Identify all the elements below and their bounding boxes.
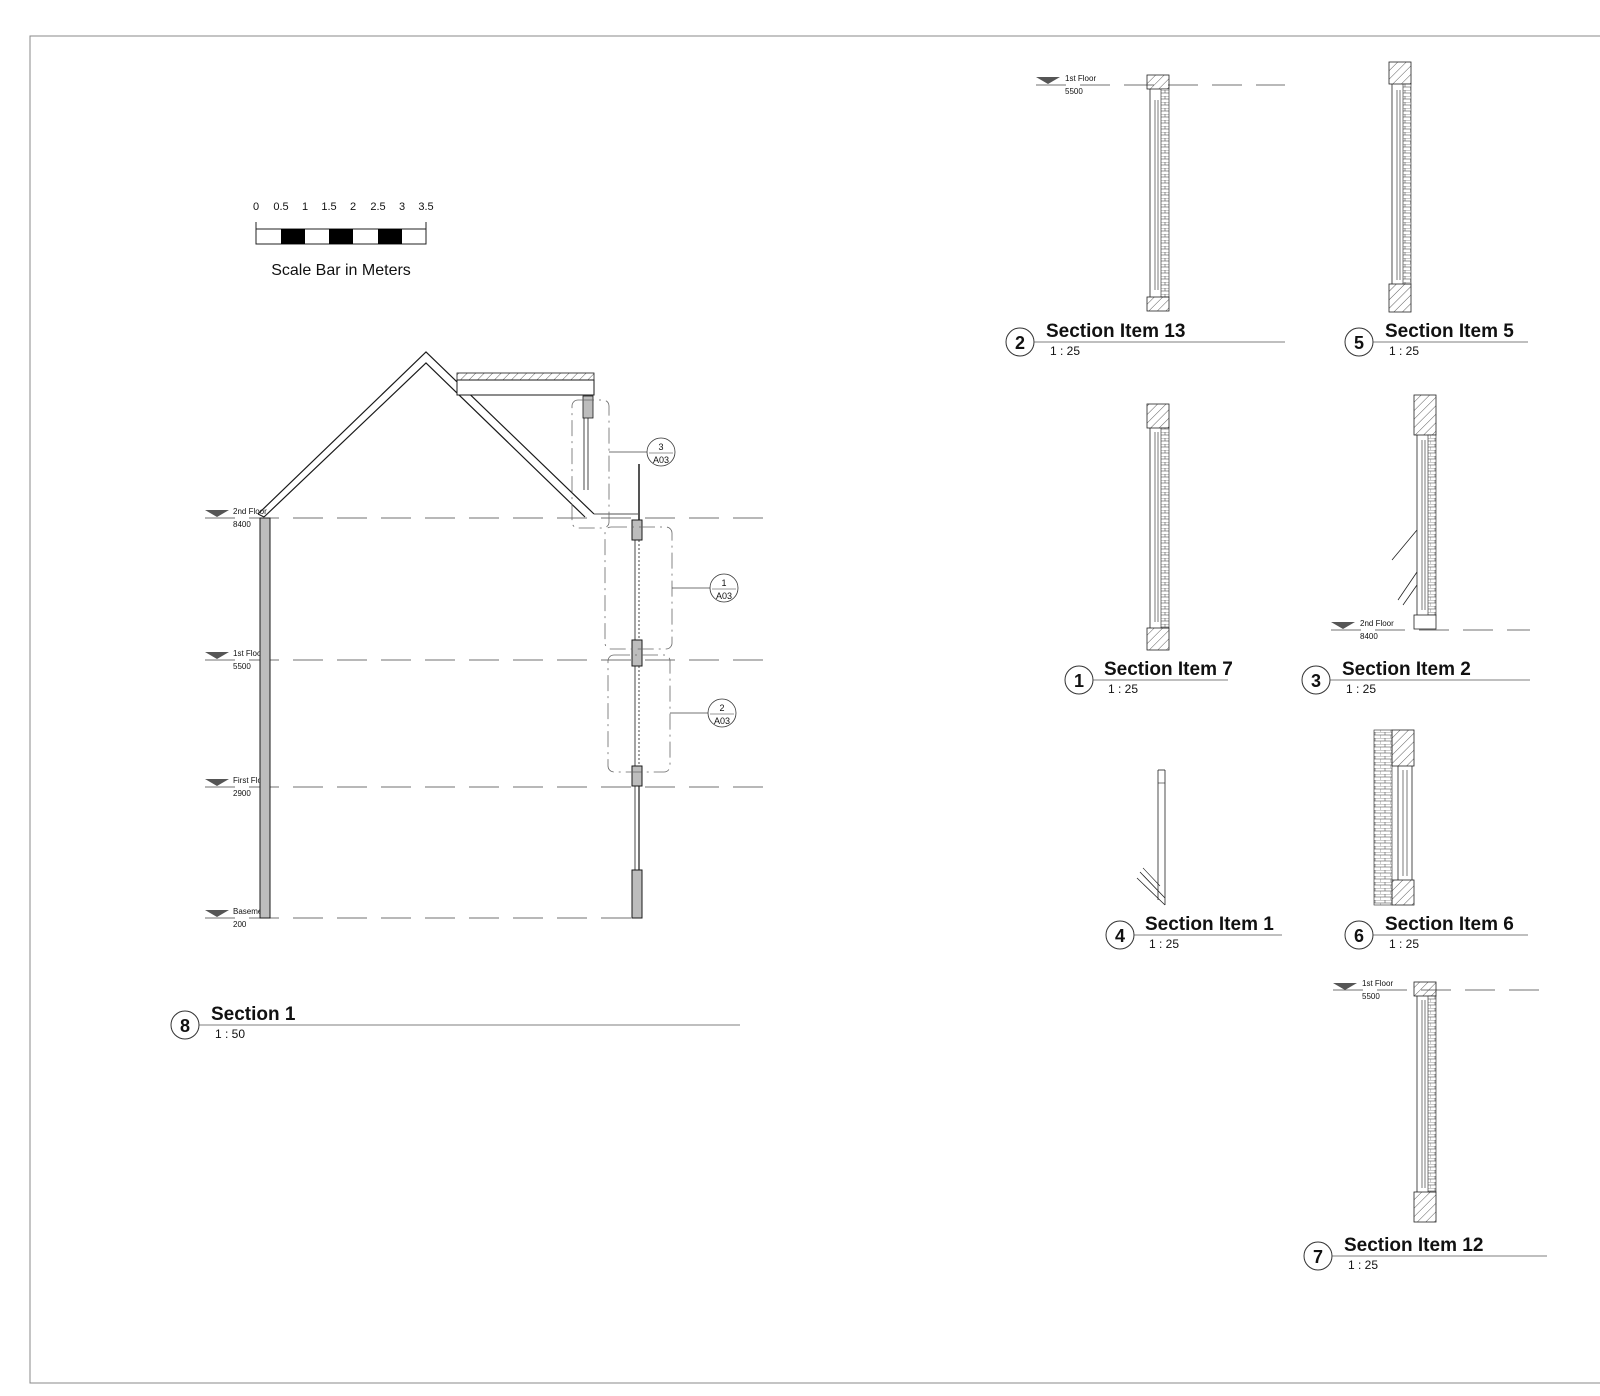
svg-text:4: 4 [1115, 926, 1125, 946]
callout-tag-1: 1 A03 [709, 573, 739, 603]
detail-section-item-12: 1st Floor 5500 [1333, 979, 1547, 1223]
view-title-section-item-7: 1 Section Item 7 1 : 25 [1064, 659, 1233, 696]
svg-text:2: 2 [1015, 333, 1025, 353]
svg-text:200: 200 [233, 920, 247, 929]
view-title-section-1: 8 Section 1 1 : 50 [170, 1004, 740, 1041]
scale-tick-1: 0.5 [273, 201, 288, 213]
view-title-section-item-5: 5 Section Item 5 1 : 25 [1344, 321, 1528, 358]
detail-section-item-6 [1373, 729, 1415, 906]
svg-text:Section Item 5: Section Item 5 [1385, 321, 1514, 342]
callout-tag-2: 2 A03 [707, 698, 737, 728]
svg-text:6: 6 [1354, 926, 1364, 946]
level-marker-first-floor: First Floor 2900 [205, 776, 269, 798]
sheet-border [29, 35, 1600, 1384]
svg-text:1 : 50: 1 : 50 [215, 1027, 245, 1041]
svg-text:1 : 25: 1 : 25 [1389, 937, 1419, 951]
view-title-section-item-13: 2 Section Item 13 1 : 25 [1005, 321, 1285, 358]
svg-text:2nd Floor: 2nd Floor [1360, 619, 1394, 628]
view-title-section-item-2: 3 Section Item 2 1 : 25 [1301, 659, 1530, 696]
level-marker-basement: Basement 200 [205, 907, 270, 929]
scale-bar-caption: Scale Bar in Meters [271, 262, 411, 279]
scale-tick-2: 1 [302, 201, 308, 213]
svg-text:1st Floor: 1st Floor [233, 649, 264, 658]
scale-bar: 0 0.5 1 1.5 2 2.5 3 3.5 Scale Bar in Met… [253, 201, 434, 279]
view-title-section-item-12: 7 Section Item 12 1 : 25 [1303, 1235, 1547, 1272]
svg-text:1: 1 [1074, 671, 1084, 691]
scale-tick-7: 3.5 [418, 201, 433, 213]
svg-text:3: 3 [658, 442, 663, 452]
scale-tick-0: 0 [253, 201, 259, 213]
svg-text:1 : 25: 1 : 25 [1149, 937, 1179, 951]
svg-text:1 : 25: 1 : 25 [1348, 1258, 1378, 1272]
svg-text:Section Item 12: Section Item 12 [1344, 1235, 1483, 1256]
detail-section-item-2: 2nd Floor 8400 [1331, 394, 1530, 641]
detail-section-item-1 [1136, 769, 1166, 906]
svg-text:Section Item 7: Section Item 7 [1104, 659, 1233, 680]
main-section-drawing: 2nd Floor 8400 1st Floor 5500 First Floo… [205, 351, 765, 929]
svg-text:1st Floor: 1st Floor [1362, 979, 1393, 988]
svg-text:A03: A03 [653, 455, 669, 465]
callout-tag-3: 3 A03 [646, 437, 676, 467]
svg-text:8400: 8400 [233, 520, 251, 529]
detail-section-item-13: 1st Floor 5500 [1036, 74, 1285, 312]
svg-text:1 : 25: 1 : 25 [1050, 344, 1080, 358]
svg-text:3: 3 [1311, 671, 1321, 691]
svg-text:2nd Floor: 2nd Floor [233, 507, 267, 516]
svg-text:First Floor: First Floor [233, 776, 269, 785]
svg-text:1 : 25: 1 : 25 [1346, 682, 1376, 696]
svg-text:Section Item 2: Section Item 2 [1342, 659, 1471, 680]
svg-text:2900: 2900 [233, 789, 251, 798]
scale-tick-4: 2 [350, 201, 356, 213]
svg-text:Section Item 13: Section Item 13 [1046, 321, 1185, 342]
svg-text:Section Item 6: Section Item 6 [1385, 914, 1514, 935]
svg-text:Section 1: Section 1 [211, 1004, 296, 1025]
svg-text:2: 2 [719, 703, 724, 713]
svg-text:Section Item 1: Section Item 1 [1145, 914, 1274, 935]
svg-text:A03: A03 [716, 591, 732, 601]
svg-text:1st Floor: 1st Floor [1065, 74, 1096, 83]
scale-tick-5: 2.5 [370, 201, 385, 213]
level-marker-2nd-floor: 2nd Floor 8400 [205, 507, 267, 529]
scale-tick-6: 3 [399, 201, 405, 213]
svg-text:1 : 25: 1 : 25 [1108, 682, 1138, 696]
level-marker-1st-floor: 1st Floor 5500 [205, 649, 264, 671]
svg-text:1 : 25: 1 : 25 [1389, 344, 1419, 358]
svg-text:A03: A03 [714, 716, 730, 726]
svg-text:8: 8 [180, 1016, 190, 1036]
svg-text:5500: 5500 [1065, 87, 1083, 96]
svg-text:7: 7 [1313, 1247, 1323, 1267]
view-title-section-item-6: 6 Section Item 6 1 : 25 [1344, 914, 1528, 951]
svg-text:1: 1 [721, 578, 726, 588]
svg-text:Basement: Basement [233, 907, 270, 916]
svg-text:5: 5 [1354, 333, 1364, 353]
scale-tick-3: 1.5 [321, 201, 336, 213]
svg-text:8400: 8400 [1360, 632, 1378, 641]
svg-text:5500: 5500 [1362, 992, 1380, 1001]
detail-section-item-7 [1146, 403, 1170, 651]
detail-section-item-5 [1388, 61, 1412, 313]
view-title-section-item-1: 4 Section Item 1 1 : 25 [1105, 914, 1282, 951]
svg-text:5500: 5500 [233, 662, 251, 671]
